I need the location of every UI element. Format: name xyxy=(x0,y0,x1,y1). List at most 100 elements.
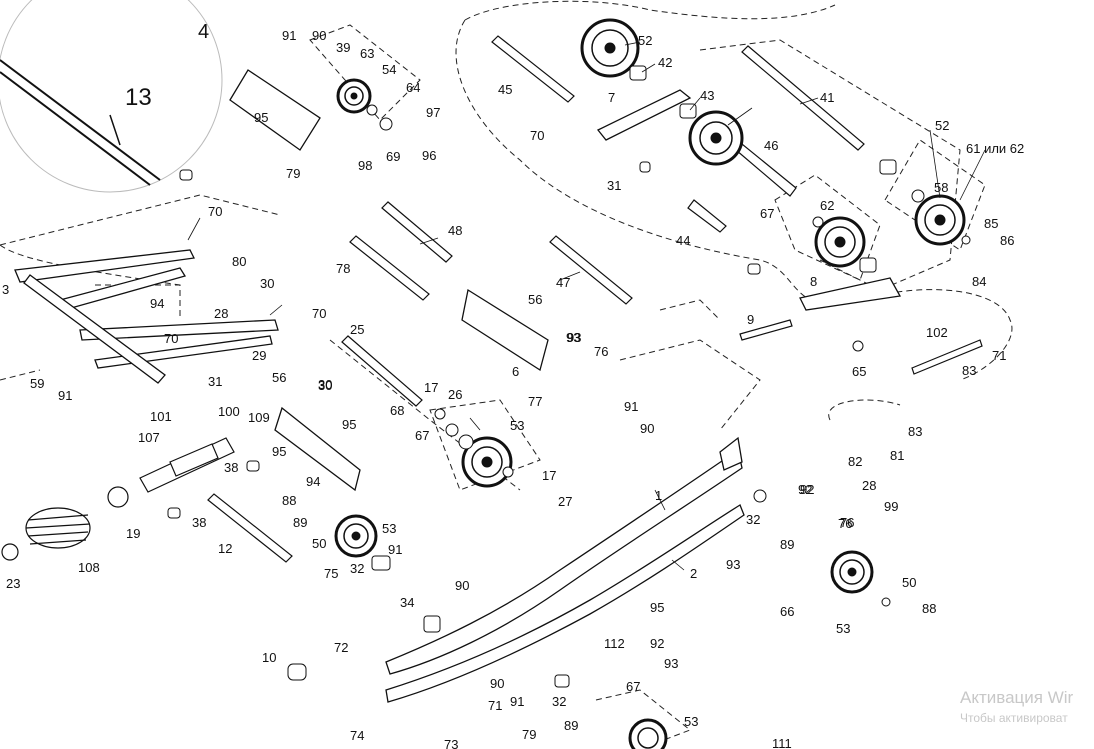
part-label: 94 xyxy=(150,296,164,311)
part-label: 42 xyxy=(658,55,672,70)
part-label: 54 xyxy=(382,62,396,77)
part-label: 93 xyxy=(726,557,740,572)
part-label: 71 xyxy=(992,348,1006,363)
part-label: 62 xyxy=(820,198,834,213)
part-label: 52 xyxy=(638,33,652,48)
part-label: 6 xyxy=(512,364,519,379)
part-label: 97 xyxy=(426,105,440,120)
hardware xyxy=(167,65,971,688)
part-label: 41 xyxy=(820,90,834,105)
part-label: 69 xyxy=(386,149,400,164)
part-label: 76 xyxy=(838,516,852,531)
part-label: 85 xyxy=(984,216,998,231)
part-label: 99 xyxy=(884,499,898,514)
part-label: 81 xyxy=(890,448,904,463)
part-label: 46 xyxy=(764,138,778,153)
part-label: 70 xyxy=(208,204,222,219)
part-label: 38 xyxy=(224,460,238,475)
part-label: 53 xyxy=(510,418,524,433)
part-label: 88 xyxy=(922,601,936,616)
part-label: 95 xyxy=(254,110,268,125)
part-label: 93 xyxy=(567,330,581,345)
part-label: 75 xyxy=(324,566,338,581)
part-label: 98 xyxy=(358,158,372,173)
part-label: 56 xyxy=(272,370,286,385)
part-label: 19 xyxy=(126,526,140,541)
part-label: 59 xyxy=(30,376,44,391)
part-label: 17 xyxy=(424,380,438,395)
part-label: 61 или 62 xyxy=(966,141,1024,156)
part-label: 94 xyxy=(306,474,320,489)
part-label: 95 xyxy=(342,417,356,432)
part-label: 66 xyxy=(780,604,794,619)
part-label: 109 xyxy=(248,410,270,425)
part-label: 27 xyxy=(558,494,572,509)
part-label: 70 xyxy=(530,128,544,143)
part-label: 95 xyxy=(650,600,664,615)
part-label: 86 xyxy=(1000,233,1014,248)
shock-absorber xyxy=(1,437,235,561)
part-label: 91 xyxy=(624,399,638,414)
part-label: 43 xyxy=(700,88,714,103)
part-label: 30 xyxy=(318,377,332,392)
part-label: 70 xyxy=(312,306,326,321)
part-label: 63 xyxy=(360,46,374,61)
part-label: 12 xyxy=(218,541,232,556)
part-label: 65 xyxy=(852,364,866,379)
part-label: 95 xyxy=(272,444,286,459)
part-label: 45 xyxy=(498,82,512,97)
part-label: 111 xyxy=(772,736,792,749)
part-label: 108 xyxy=(78,560,100,575)
part-label: 7 xyxy=(608,90,615,105)
part-label: 112 xyxy=(604,636,625,651)
arms xyxy=(14,69,902,492)
slide-rails xyxy=(385,436,745,703)
part-label: 89 xyxy=(293,515,307,530)
part-label: 89 xyxy=(564,718,578,733)
part-label: 82 xyxy=(848,454,862,469)
watermark-line2: Чтобы активироват xyxy=(960,711,1068,725)
part-label: 67 xyxy=(415,428,429,443)
part-label: 96 xyxy=(422,148,436,163)
part-label: 47 xyxy=(556,275,570,290)
part-label: 30 xyxy=(260,276,274,291)
part-label: 53 xyxy=(684,714,698,729)
part-label: 77 xyxy=(528,394,542,409)
part-label: 93 xyxy=(566,330,580,345)
part-label: 88 xyxy=(282,493,296,508)
part-label: 3 xyxy=(2,282,9,297)
part-label: 91 xyxy=(388,542,402,557)
part-label: 100 xyxy=(218,404,240,419)
part-label: 39 xyxy=(336,40,350,55)
part-label: 4 xyxy=(198,21,209,43)
part-label: 56 xyxy=(528,292,542,307)
part-label: 80 xyxy=(232,254,246,269)
part-label: 91 xyxy=(58,388,72,403)
part-label: 91 xyxy=(282,28,296,43)
part-label: 89 xyxy=(780,537,794,552)
part-label: 70 xyxy=(164,331,178,346)
part-label: 73 xyxy=(444,737,458,749)
part-label: 101 xyxy=(150,409,172,424)
part-label: 53 xyxy=(836,621,850,636)
part-label: 90 xyxy=(455,578,469,593)
part-label: 52 xyxy=(935,118,949,133)
part-label: 67 xyxy=(760,206,774,221)
part-label: 34 xyxy=(400,595,414,610)
part-label: 23 xyxy=(6,576,20,591)
part-label: 72 xyxy=(334,640,348,655)
part-label: 32 xyxy=(746,512,760,527)
part-label: 71 xyxy=(488,698,502,713)
part-label: 26 xyxy=(448,387,462,402)
part-label: 32 xyxy=(350,561,364,576)
part-label: 17 xyxy=(542,468,556,483)
part-label: 91 xyxy=(510,694,524,709)
part-label: 38 xyxy=(192,515,206,530)
part-label: 74 xyxy=(350,728,364,743)
part-label: 32 xyxy=(552,694,566,709)
part-label: 44 xyxy=(676,233,690,248)
part-label: 83 xyxy=(908,424,922,439)
part-label: 64 xyxy=(406,80,420,95)
part-label: 30 xyxy=(318,378,332,393)
